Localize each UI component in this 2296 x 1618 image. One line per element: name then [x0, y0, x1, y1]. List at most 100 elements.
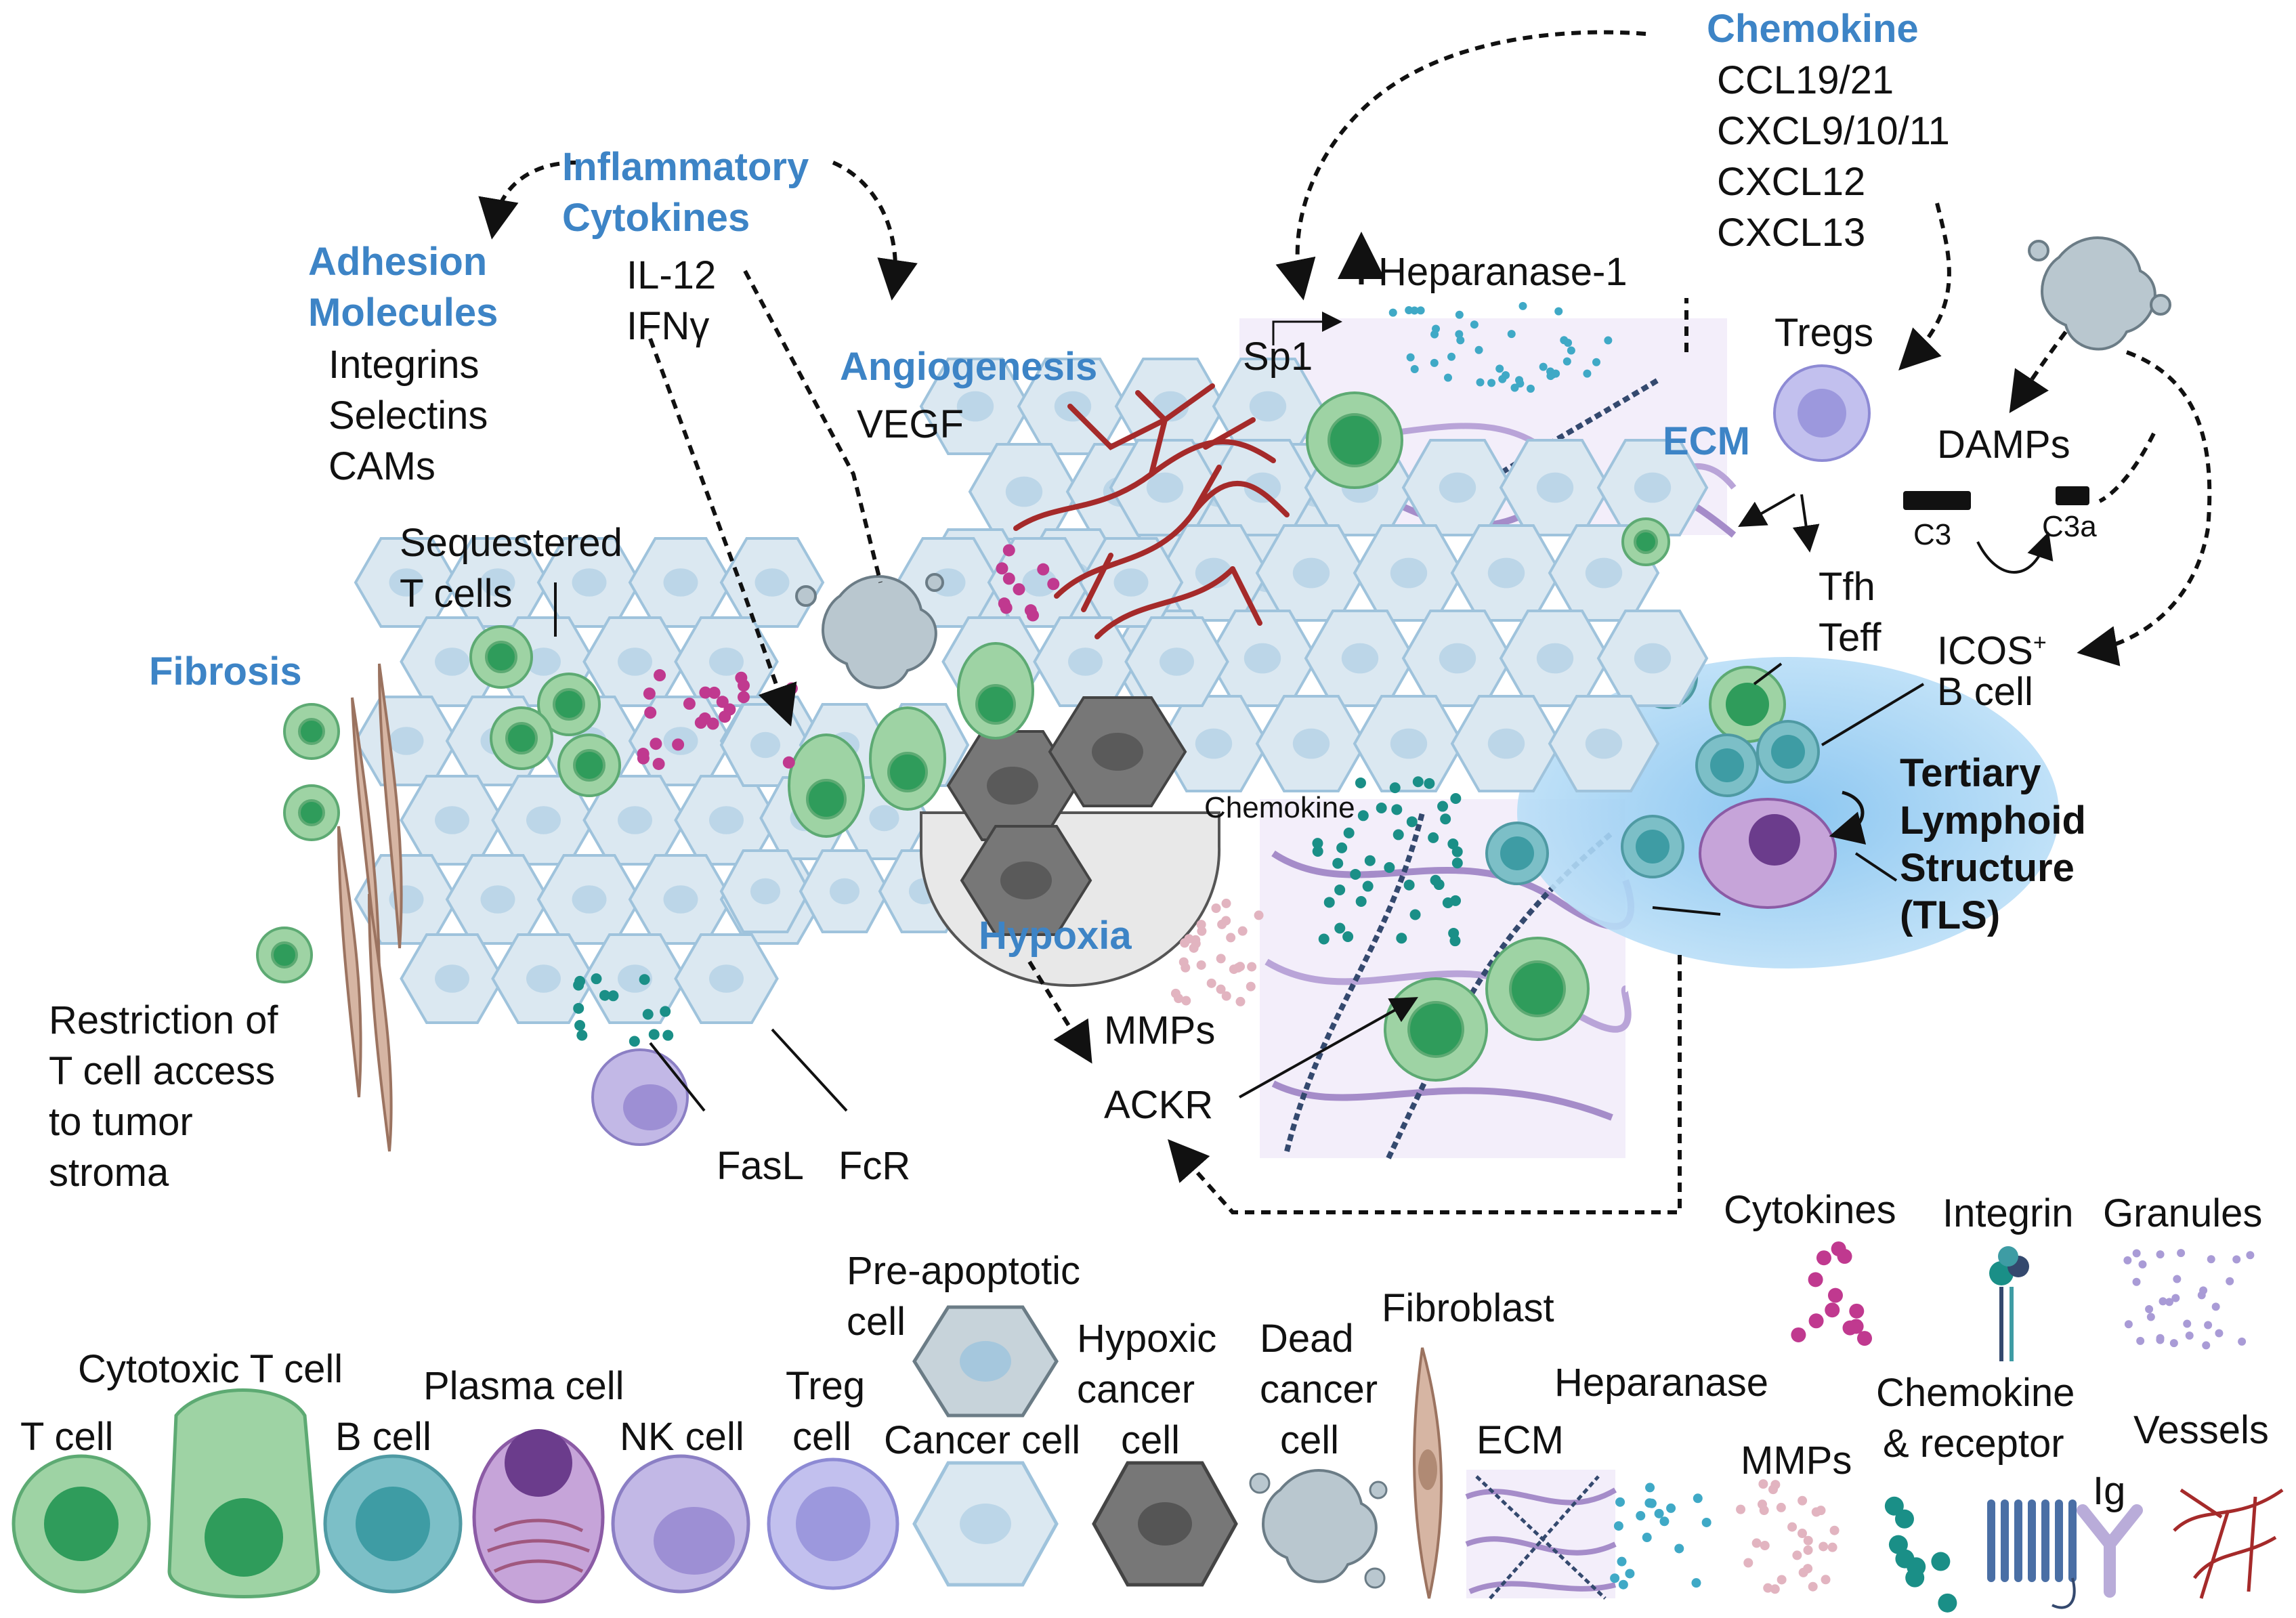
- molecule-dot: [1403, 879, 1415, 891]
- molecule-dot: [644, 706, 657, 719]
- label-c3a: C3a: [2042, 510, 2097, 543]
- molecule-dot: [1364, 855, 1376, 866]
- molecule-dot: [1803, 1545, 1813, 1555]
- molecule-dot: [1701, 1517, 1712, 1527]
- molecule-dot: [654, 669, 666, 682]
- molecule-dot: [1396, 933, 1407, 944]
- label-restriction-2: T cell access: [49, 1049, 276, 1093]
- molecule-dot: [1047, 578, 1060, 591]
- chemokine-item: CXCL12: [1717, 160, 1866, 204]
- molecule-dot: [1170, 988, 1181, 998]
- molecule-dot: [1567, 346, 1575, 355]
- molecule-dot: [1221, 991, 1231, 1001]
- molecule-dot: [1323, 897, 1335, 908]
- molecule-dot: [1476, 378, 1485, 387]
- molecule-dot: [1424, 778, 1435, 789]
- cancer-cell: [536, 537, 642, 628]
- heading-inflammatory: Inflammatory: [562, 145, 809, 189]
- adhesion-item: Integrins: [328, 343, 480, 387]
- legend-label-dead-cell: cell: [1280, 1418, 1340, 1462]
- molecule-dot: [1384, 861, 1395, 873]
- legend-hypoxic-cancer-cell-icon: [1092, 1461, 1238, 1587]
- molecule-dot: [1770, 1584, 1780, 1594]
- molecule-dot: [2132, 1277, 2141, 1286]
- heading-angiogenesis: Angiogenesis: [840, 345, 1098, 389]
- molecule-dot: [648, 1029, 660, 1040]
- molecule-dot: [2169, 1339, 2178, 1348]
- molecule-dot: [1430, 330, 1439, 339]
- legend-label-ecm: ECM: [1476, 1418, 1564, 1462]
- molecule-dot: [1357, 810, 1369, 822]
- cancer-cell: [1124, 616, 1229, 707]
- legend: [12, 1241, 2284, 1613]
- molecule-dot: [1437, 801, 1449, 812]
- angiogenesis-item: VEGF: [857, 402, 964, 446]
- legend-label-fibroblast: Fibroblast: [1382, 1286, 1554, 1330]
- molecule-dot: [1562, 357, 1571, 366]
- legend-label-granules: Granules: [2103, 1191, 2263, 1235]
- molecule-dot: [1760, 1541, 1770, 1551]
- molecule-dot: [2202, 1341, 2211, 1350]
- molecule-dot: [1938, 1593, 1957, 1613]
- molecule-dot: [1191, 935, 1201, 945]
- molecule-dot: [1615, 1497, 1625, 1507]
- molecule-dot: [1406, 353, 1415, 362]
- molecule-dot: [1216, 984, 1226, 994]
- label-tls-1: Tertiary: [1900, 751, 2041, 795]
- molecule-dot: [1037, 563, 1050, 576]
- molecule-dot: [1487, 379, 1496, 387]
- heading-cytokines: Cytokines: [562, 196, 750, 240]
- molecule-dot: [1498, 375, 1507, 383]
- nk-cell: [591, 1048, 689, 1146]
- legend-integrin-icon: [1989, 1246, 2029, 1361]
- molecule-dot: [1507, 330, 1516, 339]
- label-heparanase-1: Heparanase-1: [1378, 250, 1628, 294]
- molecule-dot: [1849, 1303, 1865, 1319]
- molecule-dot: [660, 1006, 671, 1017]
- label-ackr: ACKR: [1104, 1083, 1214, 1127]
- molecule-dot: [1526, 384, 1535, 393]
- legend-plasma-cell-icon: [472, 1429, 605, 1604]
- molecule-dot: [1691, 1578, 1701, 1588]
- legend-label-pre-apoptotic-cell: cell: [847, 1300, 906, 1344]
- legend-label-treg-cell: cell: [792, 1415, 852, 1459]
- molecule-dot: [1318, 933, 1330, 945]
- legend-label-t-cell: T cell: [20, 1415, 114, 1459]
- molecule-dot: [1474, 345, 1483, 354]
- molecule-dot: [1758, 1479, 1768, 1489]
- molecule-dot: [1518, 301, 1527, 310]
- cancer-cell: [354, 696, 459, 786]
- legend-label-integrin: Integrin: [1942, 1191, 2074, 1235]
- molecule-dot: [1376, 802, 1387, 813]
- molecule-dot: [1803, 1564, 1813, 1574]
- molecule-dot: [1393, 829, 1404, 840]
- icos-superscript: +: [2033, 630, 2047, 656]
- molecule-dot: [1312, 846, 1323, 857]
- cancer-cell: [799, 849, 891, 933]
- legend-label-hypoxic-cancer: cancer: [1077, 1367, 1195, 1411]
- legend-label-ig: Ig: [2093, 1469, 2126, 1513]
- molecule-dot: [1693, 1493, 1703, 1504]
- molecule-dot: [1787, 1522, 1798, 1532]
- sequestered-t-cells: [469, 625, 621, 797]
- cancer-cell: [491, 933, 596, 1024]
- cancer-cell: [1353, 524, 1465, 622]
- molecule-dot: [2124, 1320, 2133, 1329]
- chemokine-item: CXCL13: [1717, 211, 1866, 255]
- legend-fibroblast-icon: [1413, 1347, 1443, 1599]
- molecule-dot: [574, 1020, 586, 1031]
- cytotoxic-t-cells: [788, 642, 1034, 838]
- dead-cancer-cells: [795, 236, 2171, 689]
- molecule-dot: [1564, 339, 1573, 347]
- molecule-dot: [1797, 1529, 1807, 1539]
- cancer-cell: [1401, 439, 1514, 536]
- molecule-dot: [1618, 1579, 1628, 1590]
- molecule-dot: [996, 562, 1008, 575]
- molecule-dot: [1659, 1516, 1670, 1527]
- cancer-cell: [1033, 616, 1138, 707]
- molecule-dot: [1334, 922, 1346, 934]
- molecule-dot: [2156, 1250, 2165, 1259]
- molecule-dot: [1642, 1533, 1652, 1543]
- molecule-dot: [1226, 933, 1236, 943]
